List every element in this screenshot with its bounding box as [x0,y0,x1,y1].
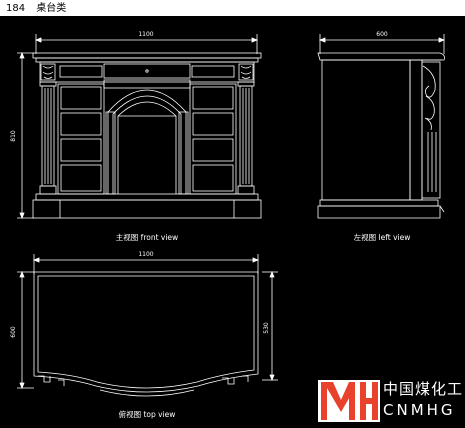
top-left-label: 600 [10,326,17,338]
left-column [39,81,57,195]
logo-chinese-text: 中国煤化工 [383,380,464,398]
top-view: 1100 600 530 俯视图 top view [10,251,278,419]
front-height-label: 810 [10,130,17,142]
top-right-dimension: 530 [262,270,278,382]
left-view: 600 左视图 left view [317,31,446,242]
top-width-dimension: 1100 [32,251,260,274]
top-view-caption: 俯视图 top view [119,409,176,419]
central-arch [103,79,191,195]
left-corbel [40,63,56,81]
right-corbel [238,63,254,81]
left-view-caption: 左视图 left view [354,232,411,242]
front-view-caption: 主视图 front view [116,232,178,242]
top-left-dimension: 600 [10,270,34,390]
top-width-label: 1100 [138,251,153,258]
header-bar: 184 桌台类 [0,0,465,18]
header-text: 184 桌台类 [6,2,66,15]
front-view: 1100 810 [10,31,262,242]
right-drawer-stack [189,83,237,195]
page-title: 桌台类 [36,3,67,14]
front-width-dimension: 1100 [34,31,259,54]
page-number: 184 [6,3,26,14]
left-drawer-stack [57,83,105,195]
left-depth-label: 600 [376,31,388,38]
front-width-label: 1100 [138,31,153,38]
logo-english-text: CNMHG [383,401,456,419]
right-column [237,81,255,195]
front-height-dimension: 810 [10,51,34,220]
cnmhg-logo-mark [318,380,380,422]
top-right-label: 530 [263,322,270,334]
left-depth-dimension: 600 [318,31,446,54]
